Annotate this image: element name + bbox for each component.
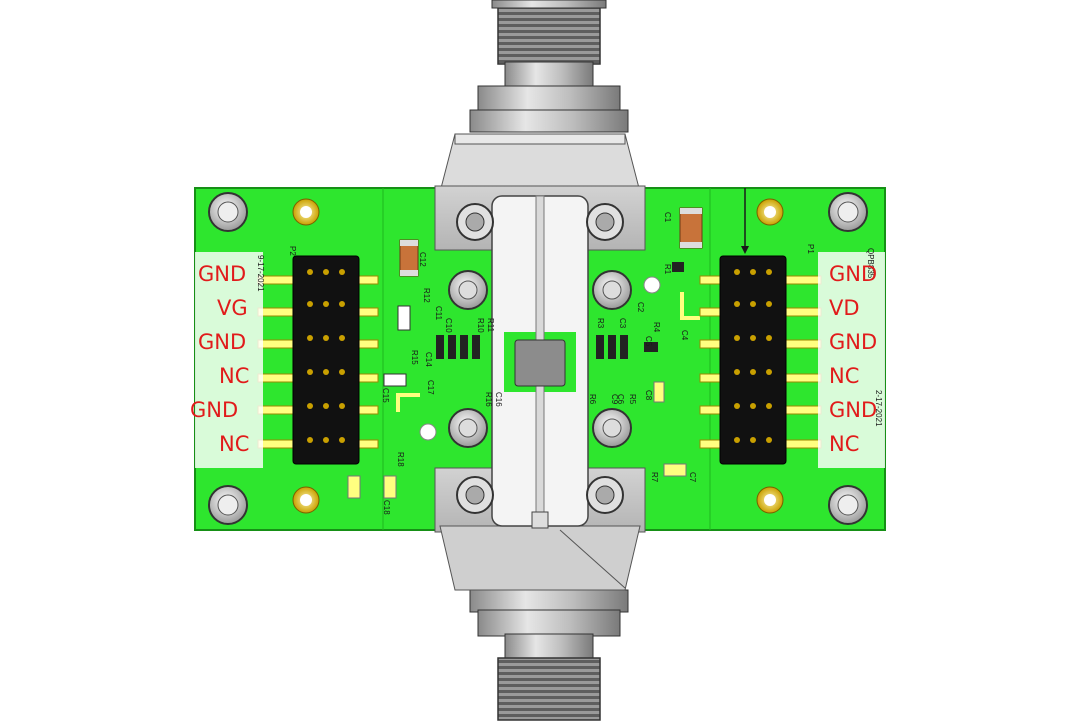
p1-pin6-label: NC (829, 432, 860, 456)
p1-pin3-label: GND (829, 330, 878, 354)
p1-pin5-label: GND (829, 398, 878, 422)
bottom-sma-connector (469, 589, 629, 721)
ref-c6: C6 (616, 394, 625, 405)
ref-c17: C17 (426, 380, 435, 395)
left-label-panel (195, 252, 263, 468)
ref-c7: C7 (688, 472, 697, 483)
ref-c1: C1 (663, 212, 672, 223)
ref-c4: C4 (680, 330, 689, 341)
ref-c10: C10 (444, 318, 453, 333)
left-date: 9-17-2021 (256, 255, 265, 292)
ref-r5: R5 (628, 394, 637, 405)
ref-r6: R6 (588, 394, 597, 405)
header-p1 (699, 255, 822, 465)
p2-pin1-label: GND (198, 262, 247, 286)
p2-pin3-label: GND (198, 330, 247, 354)
ref-r7: R7 (650, 472, 659, 483)
p1-pin2-label: VD (829, 296, 860, 320)
ref-r11: R11 (486, 318, 495, 333)
p2-pin4-label: NC (219, 364, 250, 388)
p2-designator: P2 (288, 246, 297, 256)
ref-r4: R4 (652, 322, 661, 333)
smd-components (347, 207, 703, 499)
ref-r1: R1 (663, 264, 672, 275)
ref-r3: R3 (596, 318, 605, 329)
header-p2 (257, 255, 379, 465)
block-screws (448, 203, 632, 514)
ref-c9: C9 (610, 394, 619, 405)
ref-c3: C3 (618, 318, 627, 329)
mounting-holes (208, 192, 868, 525)
rf-channel (491, 195, 589, 529)
right-part-number: QPB835 (866, 248, 875, 279)
ref-c2: C2 (636, 302, 645, 313)
right-label-panel (818, 252, 885, 468)
ref-r12: R12 (422, 288, 431, 303)
ref-c12: C12 (418, 252, 427, 267)
ref-c5: C5 (644, 336, 653, 347)
ref-c16: C16 (494, 392, 503, 407)
ref-c11: C11 (434, 306, 443, 321)
ref-r18: R18 (396, 452, 405, 467)
p1-pin1-label: GND (829, 262, 878, 286)
right-date: 2-17-2021 (874, 390, 883, 427)
p2-pin6-label: NC (219, 432, 250, 456)
silkscreen: P2 P1 9-17-2021 QPB835 2-17-2021 C12 R12… (256, 212, 883, 515)
ref-r15: R15 (410, 350, 419, 365)
ref-c15: C15 (381, 388, 390, 403)
p1-designator: P1 (806, 244, 815, 254)
ref-c14: C14 (424, 352, 433, 367)
ref-c18: C18 (382, 500, 391, 515)
p2-pin5-label: GND (190, 398, 239, 422)
top-sma-connector (469, 0, 629, 133)
ref-r10: R10 (476, 318, 485, 333)
ref-c8: C8 (644, 390, 653, 401)
p1-pin4-label: NC (829, 364, 860, 388)
p2-pin2-label: VG (217, 296, 248, 320)
ref-r16: R16 (484, 392, 493, 407)
